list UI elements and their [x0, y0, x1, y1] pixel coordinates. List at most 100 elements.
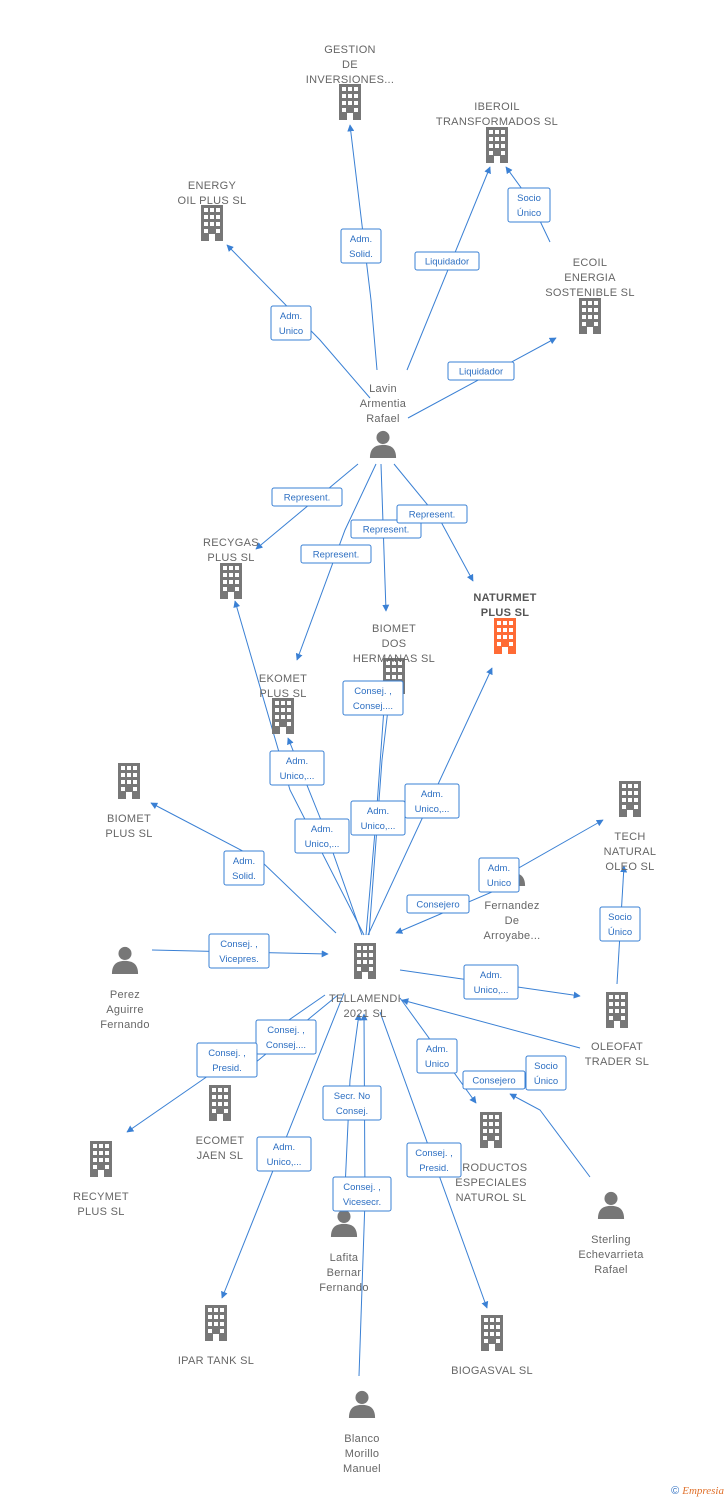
edge-label-box — [599, 906, 641, 942]
edge-label-box — [269, 750, 325, 786]
person-icon — [330, 1209, 358, 1237]
edge-label-11[interactable]: Adm. Unico,... — [269, 750, 325, 786]
edge-label-15[interactable]: Consejero — [406, 894, 470, 914]
edge-label-6[interactable]: Represent. — [300, 544, 372, 564]
node-label: PLUS SL — [105, 828, 152, 840]
edge-label-box — [332, 1176, 392, 1212]
node-label: EKOMET — [259, 673, 307, 685]
edge-label-9[interactable]: Consej. ,Consej.... — [342, 680, 404, 716]
node-gestion[interactable]: GESTIONDEINVERSIONES... — [306, 44, 395, 120]
edge-label-13[interactable]: Adm.Unico,... — [350, 800, 406, 836]
node-label: OLEO SL — [605, 861, 654, 873]
edge-label-3[interactable]: Adm.Unico — [270, 305, 312, 341]
edge-label-4[interactable]: Liquidador — [447, 361, 515, 381]
edge-label-0[interactable]: Adm.Solid. — [340, 228, 382, 264]
edge-label-21[interactable]: Consej. ,Presid. — [196, 1042, 258, 1078]
edge-label-27[interactable]: Consej. ,Vicesecr. — [332, 1176, 392, 1212]
edge-label-1[interactable]: Liquidador — [414, 251, 480, 271]
edge-label-box — [525, 1055, 567, 1091]
node-label: Echevarrieta — [578, 1249, 644, 1261]
node-energy[interactable]: ENERGY OIL PLUS SL — [178, 180, 247, 241]
node-label: JAEN SL — [197, 1150, 244, 1162]
edge-label-text: Consejero — [472, 1076, 515, 1087]
edge-label-text: Consej. , — [220, 939, 258, 950]
edge-label-23[interactable]: Consejero — [462, 1070, 526, 1090]
node-label: TRADER SL — [585, 1056, 649, 1068]
edge-label-text: Socio — [608, 912, 632, 923]
edge-label-text: Represent. — [284, 493, 330, 504]
node-ipar[interactable]: IPAR TANK SL — [178, 1305, 254, 1367]
edge-label-text: Vicepres. — [219, 954, 258, 965]
node-label: OLEOFAT — [591, 1041, 643, 1053]
edge-label-box — [255, 1019, 317, 1055]
node-fernandez[interactable]: FernandezDeArroyabe... — [483, 858, 540, 942]
node-label: Arroyabe... — [483, 930, 540, 942]
edge-label-26[interactable]: Adm.Unico,... — [256, 1136, 312, 1172]
edge-label-28[interactable]: Consej. ,Presid. — [406, 1142, 462, 1178]
edge-label-7[interactable]: Represent. — [350, 519, 422, 539]
edge-label-text: Adm. — [367, 806, 389, 817]
edge-label-box — [271, 487, 343, 507]
edge-label-text: Adm. — [421, 789, 443, 800]
credit-footer[interactable]: © Empresia — [671, 1485, 724, 1497]
edge-24 — [509, 1093, 591, 1178]
edge-label-16[interactable]: Adm.Unico — [478, 857, 520, 893]
node-label: Rafael — [366, 413, 400, 425]
edge-label-text: Unico,... — [280, 771, 315, 782]
node-biogasval[interactable]: BIOGASVAL SL — [451, 1315, 533, 1377]
node-label: Blanco — [344, 1433, 379, 1445]
node-oleofat[interactable]: OLEOFAT TRADER SL — [585, 992, 649, 1068]
building-icon — [481, 1315, 503, 1351]
edge-label-10[interactable]: Adm.Unico,... — [404, 783, 460, 819]
edge-label-box — [350, 800, 406, 836]
node-label: Fernando — [319, 1282, 369, 1294]
node-label: PLUS SL — [481, 607, 530, 619]
edge-label-text: Unico,... — [474, 985, 509, 996]
node-label: OIL PLUS SL — [178, 195, 247, 207]
edge-label-box — [322, 1085, 382, 1121]
edge-label-19[interactable]: Adm.Unico,... — [463, 964, 519, 1000]
node-label: DOS — [382, 638, 407, 650]
edge-label-14[interactable]: Adm.Solid. — [223, 850, 265, 886]
edge-label-18[interactable]: Consej. , Vicepres. — [208, 933, 270, 969]
building-icon — [619, 781, 641, 817]
edge-label-text: Unico,... — [267, 1157, 302, 1168]
node-label: NATURAL — [604, 846, 657, 858]
building-icon — [118, 763, 140, 799]
edge-label-20[interactable]: Consej. ,Consej.... — [255, 1019, 317, 1055]
edge-label-22[interactable]: Adm.Unico — [416, 1038, 458, 1074]
node-label: Aguirre — [106, 1004, 144, 1016]
edge-label-text: Adm. — [286, 756, 308, 767]
edge-label-8[interactable]: Represent. — [396, 504, 468, 524]
edge-label-box — [396, 504, 468, 524]
edge-3 — [226, 244, 371, 399]
building-icon — [354, 943, 376, 979]
node-label: Armentia — [360, 398, 407, 410]
node-label: PLUS SL — [207, 552, 254, 564]
node-label: ENERGY — [188, 180, 237, 192]
edge-label-5[interactable]: Represent. — [271, 487, 343, 507]
edge-label-12[interactable]: Adm.Unico,... — [294, 818, 350, 854]
